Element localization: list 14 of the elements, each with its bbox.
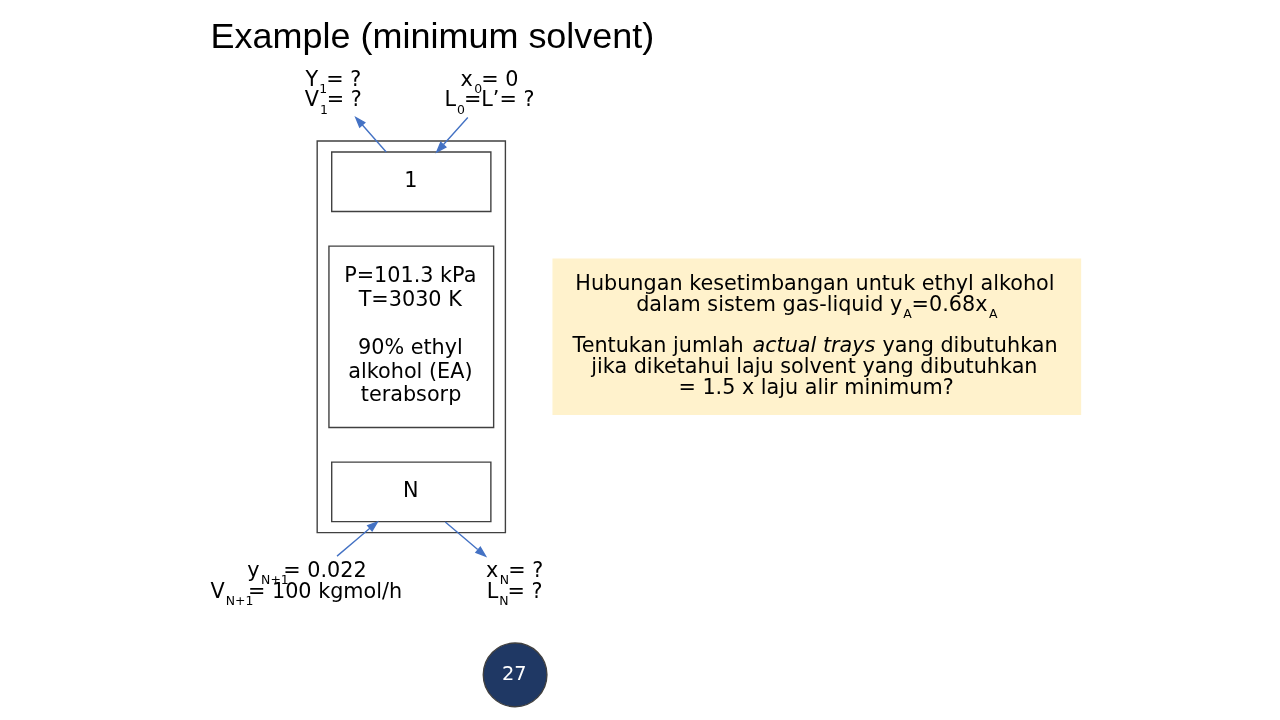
node-box: N [331, 461, 492, 523]
diagram-title: Example (minimum solvent) [210, 14, 655, 56]
node-box: 1 [331, 151, 492, 213]
node-box: Hubungan kesetimbangan untuk ethyl alkohol dalam sistem gas-liquid y$_{A}$=0.68x$_{A}$ Tentukan jumlah actual trays yang dibutuhkan jika diketahui laju solvent yang dibutuhkan = 1.5 x laju alir minimum? [552, 258, 1082, 415]
node-text: x$_{0}$= 0 L$_{0}$=L’= ? [444, 66, 535, 117]
node-box: P=101.3 kPa T=3030 K 90% ethyl alkohol (EA) terabsorp [328, 245, 495, 429]
arrow [354, 115, 387, 153]
arrow [444, 521, 488, 558]
node-text: y$_{N+1}$= 0.022 V$_{N+1}$= 100 kgmol/h [210, 557, 403, 609]
node-text: x$_{N}$= ? L$_{N}$= ? [486, 557, 544, 609]
arrow [435, 116, 469, 154]
arrow [336, 520, 379, 557]
node-text: Y$_{1}$= ? V$_{1}$= ? [304, 66, 362, 117]
label: 27 [501, 661, 527, 685]
